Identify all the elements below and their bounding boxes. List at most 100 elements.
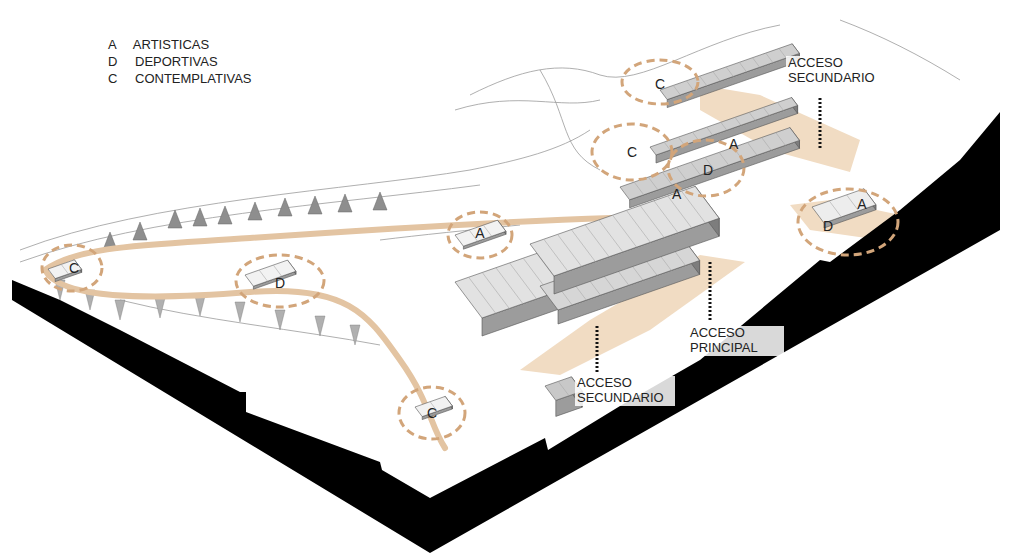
legend-entry: A ARTISTICAS <box>108 36 252 53</box>
tree-symbol <box>193 208 207 226</box>
legend: A ARTISTICASD DEPORTIVASC CONTEMPLATIVAS <box>108 36 252 87</box>
roof-rib <box>686 81 693 91</box>
roof-rib <box>677 167 687 180</box>
roof-rib <box>648 177 658 190</box>
roof-rib <box>273 265 281 276</box>
roof-rib <box>510 263 537 299</box>
tree-symbol <box>315 316 325 336</box>
dashed-ring <box>798 189 898 255</box>
legend-entry: C CONTEMPLATIVAS <box>108 70 252 87</box>
roof-rib <box>726 67 733 77</box>
roof-rib <box>613 215 637 247</box>
roof-rib <box>558 381 569 395</box>
zone-letter: A <box>672 186 681 202</box>
tree-symbol <box>248 202 262 220</box>
roof-rib <box>721 122 727 130</box>
dashed-ring <box>399 387 465 439</box>
roof-rib <box>626 210 650 242</box>
access-leader <box>819 98 822 150</box>
roof-rib <box>558 234 582 266</box>
tree-symbol <box>155 298 165 318</box>
activity-zone: C <box>40 243 104 293</box>
roof-rib <box>749 112 755 120</box>
roof-rib <box>469 277 496 313</box>
building-roof <box>245 260 296 286</box>
roof-rib <box>766 53 773 63</box>
activity-zone: AD <box>796 187 900 257</box>
roof-rib <box>707 127 713 135</box>
roof-rib <box>544 239 568 271</box>
building-side <box>656 106 798 164</box>
zone-letter: D <box>275 276 285 290</box>
building-roof <box>530 186 719 276</box>
roof-rib <box>61 264 68 274</box>
roof-rib <box>776 133 786 146</box>
roof-rib <box>496 268 523 304</box>
building-block <box>620 128 800 208</box>
roof-rib <box>691 162 701 175</box>
roof-rib <box>719 152 729 165</box>
roof-rib <box>571 230 595 262</box>
tree-symbol <box>218 206 232 224</box>
activity-zone: A <box>446 210 514 260</box>
roof-rib <box>700 76 707 86</box>
roof-rib <box>259 270 267 281</box>
zone-letter: A <box>729 136 738 152</box>
access-label: ACCESO PRINCIPAL <box>688 326 784 356</box>
tree-symbol <box>278 198 292 216</box>
access-label: ACCESO SECUNDARIO <box>786 56 886 86</box>
access-label: ACCESO SECUNDARIO <box>575 376 675 406</box>
activity-zone: C <box>620 58 700 106</box>
tree-symbol <box>115 300 125 320</box>
zone-outline <box>796 187 900 257</box>
roof-rib <box>654 201 678 233</box>
building-block <box>48 260 82 282</box>
building-roof <box>660 44 799 100</box>
building-block <box>455 220 506 249</box>
roof-rib <box>482 272 509 308</box>
roof-rib <box>585 225 609 257</box>
tree-symbol <box>350 325 360 345</box>
dashed-ring <box>42 245 102 291</box>
building-block <box>530 186 719 294</box>
building-block <box>660 44 799 108</box>
legend-entry: D DEPORTIVAS <box>108 53 252 70</box>
zone-letter: C <box>655 77 665 91</box>
building-roof <box>455 220 506 246</box>
zone-letter: A <box>475 226 484 240</box>
roof-rib <box>753 58 760 68</box>
roof-rib <box>829 201 841 217</box>
tree-symbol <box>195 296 205 316</box>
zone-letter: C <box>69 261 79 275</box>
contour-line <box>455 100 600 110</box>
tree-symbol <box>275 310 285 330</box>
roof-rib <box>664 142 670 150</box>
dashed-ring <box>622 60 698 104</box>
dashed-ring <box>448 212 512 258</box>
activity-zone: C <box>397 385 467 441</box>
activity-zone: D <box>234 253 326 309</box>
zone-letter: D <box>703 163 713 177</box>
roof-rib <box>763 107 769 115</box>
tree-symbol <box>373 192 387 210</box>
building-roof <box>48 260 82 279</box>
zone-letter: D <box>823 219 833 233</box>
roof-rib <box>739 62 746 72</box>
dashed-ring <box>592 124 672 180</box>
roof-rib <box>747 142 757 155</box>
roof-rib <box>673 85 680 95</box>
tree-symbol <box>308 196 322 214</box>
dashed-ring <box>236 255 324 307</box>
roof-rib <box>634 182 644 195</box>
roof-rib <box>735 117 741 125</box>
roof-rib <box>777 102 783 110</box>
roof-rib <box>713 72 720 82</box>
tree-symbol <box>235 302 245 322</box>
terrain-slab <box>12 112 1000 553</box>
roof-rib <box>599 220 623 252</box>
activity-zone: C <box>590 122 674 182</box>
zone-letter: A <box>857 197 866 211</box>
roof-rib <box>847 195 859 211</box>
tree-symbol <box>168 210 182 228</box>
